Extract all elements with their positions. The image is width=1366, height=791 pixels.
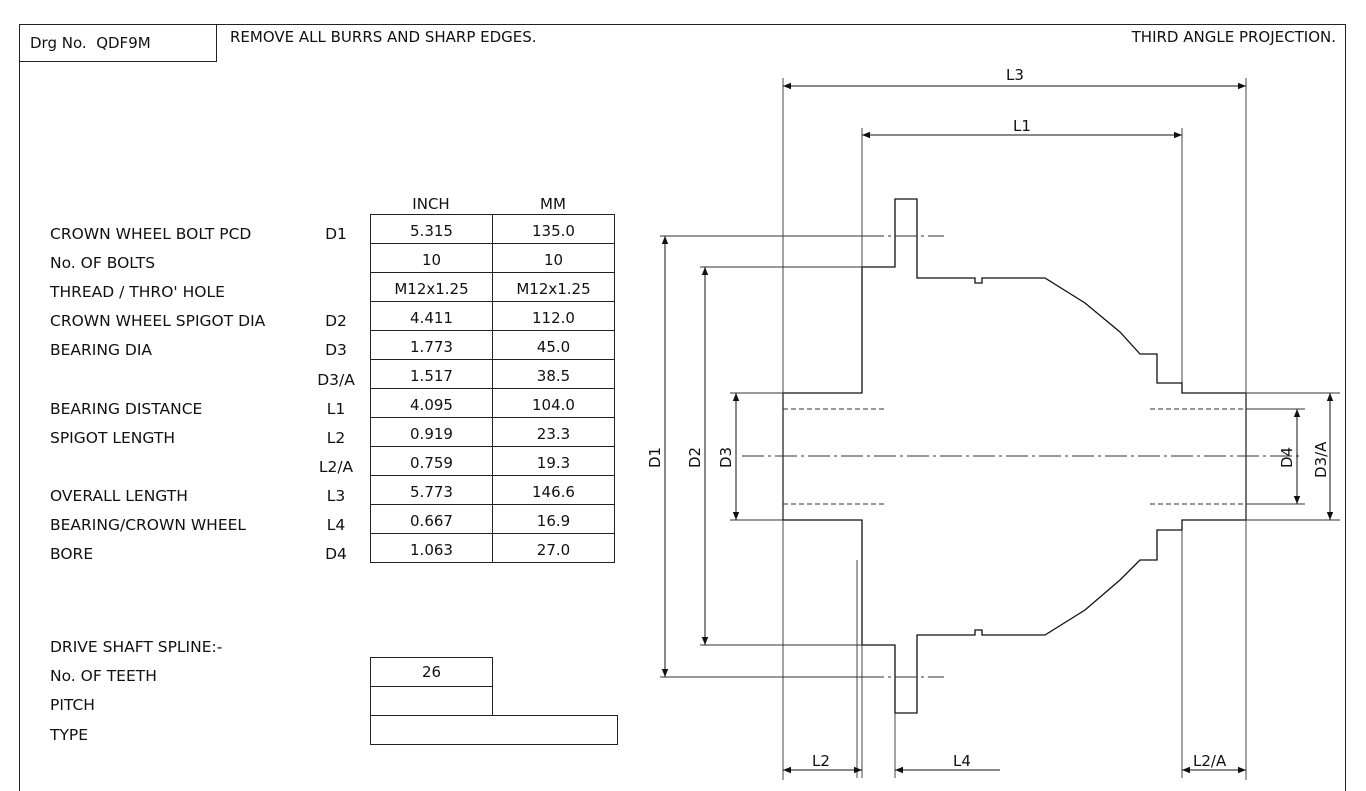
spec-row-label: THREAD / THRO' HOLE: [50, 283, 225, 301]
dim-l3-label: L3: [1006, 66, 1024, 84]
dim-l4-label: L4: [953, 752, 971, 770]
spec-row-symbol: D3: [325, 341, 347, 359]
spec-mm-cell: 112.0: [492, 301, 615, 331]
spec-inch-cell: 10: [370, 243, 493, 273]
frame-right-border: [1345, 24, 1346, 791]
spec-row-label: BEARING DISTANCE: [50, 400, 203, 418]
spec-row-label: CROWN WHEEL SPIGOT DIA: [50, 312, 266, 330]
spec-inch-cell: 0.919: [370, 417, 493, 447]
spec-row-label: CROWN WHEEL BOLT PCD: [50, 225, 252, 243]
spec-mm-cell: 10: [492, 243, 615, 273]
spec-mm-cell: 38.5: [492, 359, 615, 389]
spec-inch-cell: 1.063: [370, 533, 493, 563]
spec-inch-cell: 4.095: [370, 388, 493, 418]
spec-row-symbol: L2/A: [318, 458, 354, 476]
spec-row-label: BORE: [50, 545, 94, 563]
centre-lines: [742, 235, 1300, 678]
frame-left-border: [19, 24, 20, 791]
spec-mm-cell: 27.0: [492, 533, 615, 563]
spec-row-symbol: D3/A: [317, 371, 355, 389]
spec-mm-cell: 45.0: [492, 330, 615, 360]
drawing-number-label: Drg No.: [30, 34, 87, 52]
spec-row-label: SPIGOT LENGTH: [50, 429, 175, 447]
spec-row-symbol: D1: [325, 225, 347, 243]
spec-row-label: BEARING DIA: [50, 341, 153, 359]
spline-teeth-label: No. OF TEETH: [50, 667, 157, 685]
spec-row-symbol: D4: [325, 545, 347, 563]
dim-l2a-label: L2/A: [1193, 752, 1227, 770]
spec-row-symbol: L2: [326, 429, 346, 447]
spec-inch-cell: 5.315: [370, 214, 493, 244]
spline-pitch-label: PITCH: [50, 696, 95, 714]
dim-d3-label: D3: [717, 447, 735, 468]
spec-inch-cell: M12x1.25: [370, 272, 493, 302]
dim-d4-label: D4: [1278, 447, 1296, 468]
spline-heading: DRIVE SHAFT SPLINE:-: [50, 638, 223, 656]
dim-l1-label: L1: [1013, 117, 1031, 135]
dimension-labels: L3 L1 L2 L4 L2/A D1 D2 D3 D4 D3/A: [646, 66, 1330, 770]
spec-row-symbol: L3: [326, 487, 346, 505]
drawing-number: Drg No. QDF9M: [30, 34, 151, 52]
drawing-number-value: QDF9M: [96, 34, 151, 52]
spline-type-value: [370, 715, 618, 745]
spec-inch-cell: 1.517: [370, 359, 493, 389]
dim-d2-label: D2: [686, 447, 704, 468]
drawing-number-box: Drg No. QDF9M: [19, 24, 217, 62]
spec-inch-cell: 4.411: [370, 301, 493, 331]
column-header-inch: INCH: [412, 195, 450, 213]
spec-row-label: BEARING/CROWN WHEEL: [50, 516, 247, 534]
dim-d3a-label: D3/A: [1312, 441, 1330, 478]
spec-mm-cell: 146.6: [492, 475, 615, 505]
spec-inch-cell: 0.759: [370, 446, 493, 476]
spec-row-symbol: L1: [326, 400, 346, 418]
dim-l2-label: L2: [812, 752, 830, 770]
spec-mm-cell: 104.0: [492, 388, 615, 418]
bore-hidden-lines: [783, 408, 1246, 505]
extension-lines: [660, 78, 1340, 780]
dimension-lines: [661, 82, 1334, 774]
spec-inch-cell: 0.667: [370, 504, 493, 534]
spec-mm-cell: 16.9: [492, 504, 615, 534]
spec-mm-cell: M12x1.25: [492, 272, 615, 302]
spec-row-symbol: L4: [326, 516, 346, 534]
spec-row-label: OVERALL LENGTH: [50, 487, 188, 505]
general-note: REMOVE ALL BURRS AND SHARP EDGES.: [230, 28, 537, 46]
frame-top-border: [19, 24, 1346, 25]
spec-mm-cell: 135.0: [492, 214, 615, 244]
projection-note: THIRD ANGLE PROJECTION.: [1131, 28, 1336, 46]
spec-row-label: No. OF BOLTS: [50, 254, 156, 272]
dim-d1-label: D1: [646, 447, 664, 468]
spec-row-symbol: D2: [325, 312, 347, 330]
column-header-mm: MM: [540, 195, 566, 213]
spline-type-label: TYPE: [50, 726, 89, 744]
